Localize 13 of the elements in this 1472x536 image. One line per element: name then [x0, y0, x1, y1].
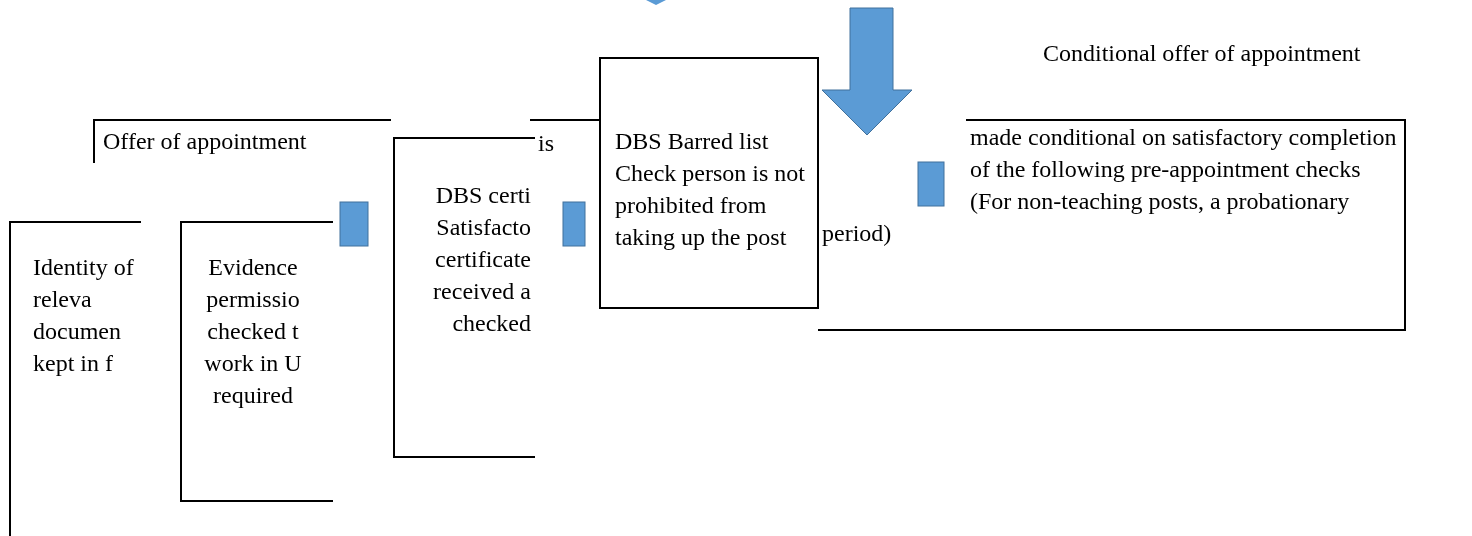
box-text: Evidence permissio checked t work in U required [203, 253, 303, 410]
box-text: DBS Barred list Check person is not prohibited from taking up the post [615, 127, 806, 252]
text-box [9, 221, 141, 536]
box-text: DBS certi Satisfacto certificate received a checked [432, 181, 531, 338]
text-box [180, 221, 333, 502]
note-text: is [538, 129, 554, 158]
text-box [93, 119, 391, 163]
box-text: made conditional on satisfactory completion of the following pre-appointment checks (For non-teaching posts, a probationary period) [822, 123, 1398, 248]
text-box [818, 119, 1406, 331]
box-text: Identity of releva documen kept in f [33, 253, 135, 378]
note-text: Conditional offer of appointment [1043, 39, 1361, 68]
box-text: Offer of appointment [103, 127, 308, 156]
text-box [393, 137, 535, 458]
